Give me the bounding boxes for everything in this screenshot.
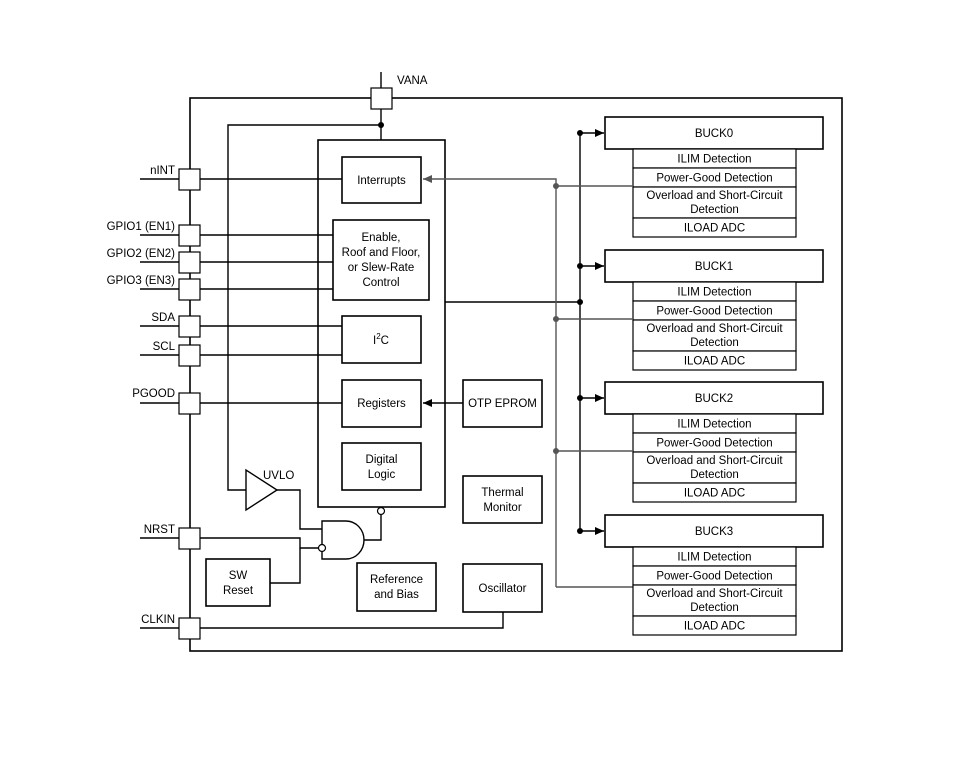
buck-name: BUCK2 [695,393,733,405]
interrupts-label: Interrupts [357,175,406,187]
buck-row-label: ILIM Detection [677,154,751,166]
gpio1-pin [178,224,201,247]
and-gate [321,520,365,560]
gpio2-label: GPIO2 (EN2) [107,248,176,260]
nrst-pin [178,527,201,550]
sda-label: SDA [151,312,175,324]
reference-bias-block [356,562,437,612]
thermal-line1: Thermal [481,487,523,499]
enable-label-line2: Roof and Floor, [342,247,421,259]
uvlo-comparator [245,468,279,512]
sw-reset-line2: Reset [223,585,254,597]
buck-row-label: Detection [690,602,739,614]
enable-control-block [332,219,430,301]
buck-row-box [632,319,797,352]
nrst-label: NRST [144,524,175,536]
reference-line1: Reference [370,574,423,586]
buck-row-label: Detection [690,337,739,349]
thermal-line2: Monitor [483,502,522,514]
buck-row-box [632,615,797,636]
buck-row-box [632,584,797,617]
buck-name: BUCK0 [695,128,733,140]
fault-junction [553,316,559,322]
digital-logic-line2: Logic [368,469,396,481]
buck-row-box [632,482,797,503]
oscillator-label: Oscillator [479,583,527,595]
buck-name: BUCK1 [695,261,733,273]
buck-row-label: Detection [690,469,739,481]
oscillator-block [462,563,543,613]
bus-junction [577,395,583,401]
buck-title-box [604,116,824,150]
buck-title-box [604,249,824,283]
digital-logic-line1: Digital [366,454,398,466]
buck-row-box [632,217,797,238]
uvlo-label: UVLO [263,470,294,482]
gpio3-label: GPIO3 (EN3) [107,275,176,287]
buck-row-box [632,186,797,219]
registers-label: Registers [357,398,406,410]
buck-row-label: ILIM Detection [677,419,751,431]
thermal-monitor-block [462,475,543,524]
vana-label: VANA [397,75,428,87]
i2c-label: I2C [373,332,389,347]
buck-row-label: ILOAD ADC [684,621,745,633]
buck-row-label: ILOAD ADC [684,356,745,368]
pgood-label: PGOOD [132,388,175,400]
buck-name: BUCK3 [695,526,733,538]
chip-outline [189,97,843,652]
bus-junction [577,263,583,269]
sw-reset-line1: SW [229,570,248,582]
pgood-pin [178,392,201,415]
scl-pin [178,344,201,367]
clkin-pin [178,617,201,640]
fault-junction [553,448,559,454]
buck-row-box [632,451,797,484]
vana-pin [370,87,393,110]
enable-label-line3: or Slew-Rate [348,262,414,274]
otp-eprom-label: OTP EPROM [468,398,537,410]
enable-label-line4: Control [362,277,399,289]
reference-line2: and Bias [374,589,419,601]
sw-reset-block [205,558,271,607]
buck-row-label: Overload and Short-Circuit [646,190,783,202]
nint-pin [178,168,201,191]
buck-row-label: Power-Good Detection [656,438,772,450]
enable-label-line1: Enable, [361,232,400,244]
bus-junction [577,130,583,136]
i2c-block [341,315,422,364]
scl-label: SCL [153,341,176,353]
otp-eprom-block [462,379,543,428]
buck-row-label: Overload and Short-Circuit [646,588,783,600]
buck-row-label: ILIM Detection [677,552,751,564]
buck-row-label: ILOAD ADC [684,223,745,235]
buck-title-box [604,514,824,548]
interrupts-block [341,156,422,204]
gpio2-pin [178,251,201,274]
bus-junction [577,528,583,534]
clkin-label: CLKIN [141,614,175,626]
digital-logic-block [341,442,422,491]
buck-row-box [632,350,797,371]
registers-block [341,379,422,428]
gpio1-label: GPIO1 (EN1) [107,221,176,233]
buck-title-box [604,381,824,415]
buck-row-label: Power-Good Detection [656,571,772,583]
fault-junction [553,183,559,189]
buck-row-label: Overload and Short-Circuit [646,455,783,467]
buck-row-label: Detection [690,204,739,216]
buck-row-label: ILOAD ADC [684,488,745,500]
buck-row-label: Overload and Short-Circuit [646,323,783,335]
gpio3-pin [178,278,201,301]
buck-row-label: Power-Good Detection [656,173,772,185]
nint-label: nINT [150,165,175,177]
buck-row-label: Power-Good Detection [656,306,772,318]
buck-row-label: ILIM Detection [677,287,751,299]
sda-pin [178,315,201,338]
